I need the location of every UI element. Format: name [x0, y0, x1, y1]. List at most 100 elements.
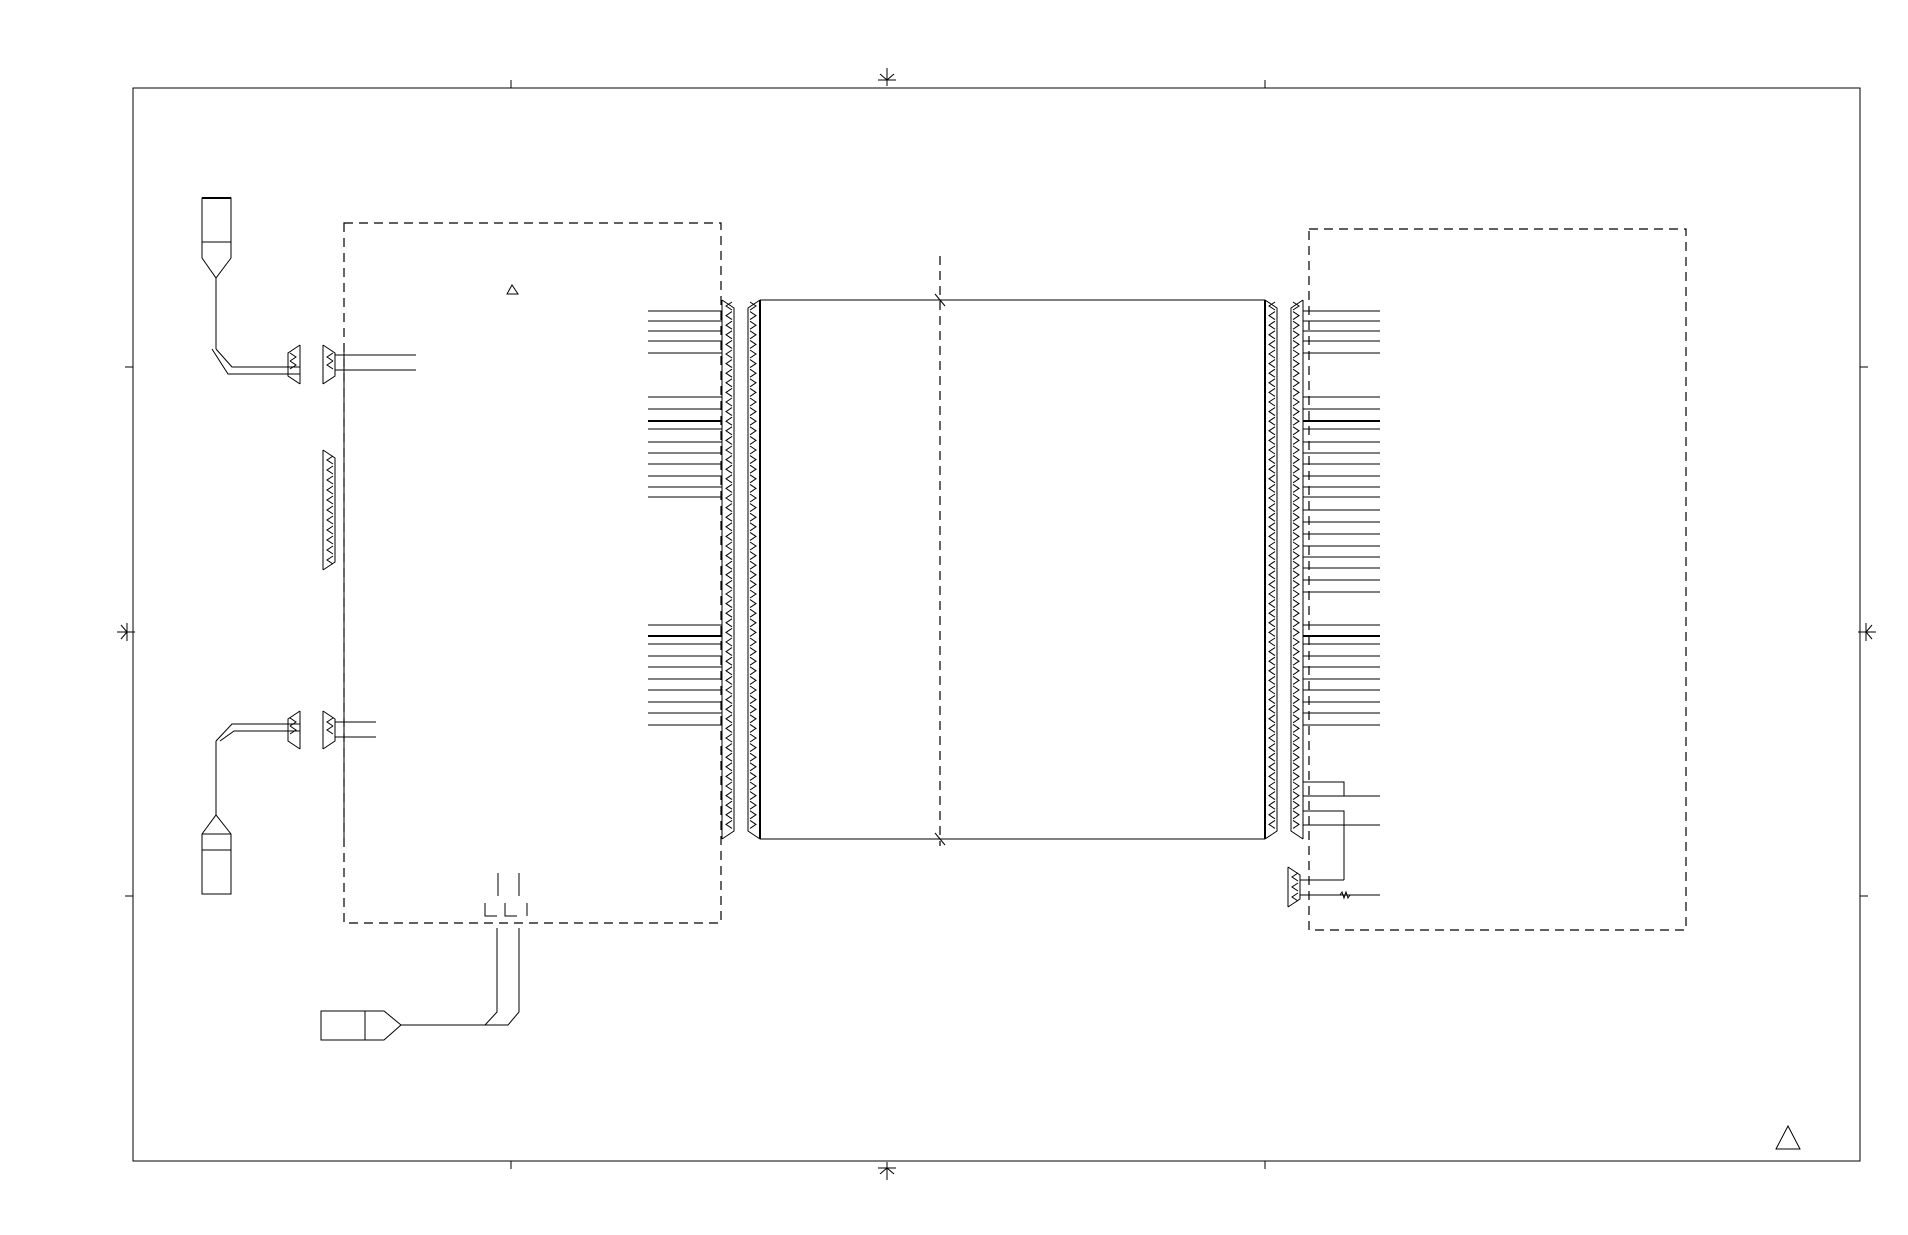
connector-pin [1268, 791, 1276, 801]
connector-pin [749, 435, 757, 445]
connector-pin [725, 733, 733, 743]
connector-pin [725, 378, 733, 388]
reference-triangle-icon [506, 284, 519, 295]
connector-pin [1268, 368, 1276, 378]
connector-pin [725, 771, 733, 781]
registration-mark-icon [878, 68, 896, 86]
connector-pin [725, 781, 733, 791]
connector-pin [1268, 752, 1276, 762]
connector-pin [1292, 320, 1300, 330]
connector-pin [1268, 474, 1276, 484]
connector-pin [749, 599, 757, 609]
connector-pin [1268, 551, 1276, 561]
left-board-jack-middle [322, 449, 336, 571]
connector-pin [1268, 781, 1276, 791]
connector-pin [725, 445, 733, 455]
connector-pin [1292, 522, 1300, 532]
connector-pin [725, 579, 733, 589]
connector-pin [1268, 637, 1276, 647]
connector-pin [749, 570, 757, 580]
connector-pin [725, 551, 733, 561]
connector-pin [326, 725, 334, 735]
cable-plug-icon [201, 741, 232, 895]
connector-pin [725, 474, 733, 484]
connector-pin [1292, 647, 1300, 657]
connector-pin [1292, 387, 1300, 397]
connector-pin [326, 475, 334, 485]
connector-pin [749, 723, 757, 733]
connector-pin [1292, 339, 1300, 349]
connector-pin [1292, 455, 1300, 465]
connector-pin [749, 522, 757, 532]
connector-pin [326, 465, 334, 475]
connector-pin [1292, 435, 1300, 445]
connector-pin [749, 589, 757, 599]
connector-pin [749, 733, 757, 743]
connector-pin [725, 570, 733, 580]
connector-pin [1268, 397, 1276, 407]
jumper-wire [1303, 810, 1345, 880]
left-board-connector [721, 299, 735, 840]
connector-pin [1268, 618, 1276, 628]
connector-pin [749, 800, 757, 810]
connector-pin [749, 531, 757, 541]
connector-pin [1268, 512, 1276, 522]
connector-pin [1292, 618, 1300, 628]
connector-pin [749, 579, 757, 589]
connector-pin [725, 339, 733, 349]
connector-pin [725, 685, 733, 695]
connector-pin [725, 819, 733, 829]
connector-pin [749, 416, 757, 426]
connector-pin [749, 493, 757, 503]
connector-pin [1268, 320, 1276, 330]
connector-pin [1292, 570, 1300, 580]
connector-pin [1268, 464, 1276, 474]
connector-pin [749, 301, 757, 311]
connector-pin [725, 455, 733, 465]
connector-pin [1268, 819, 1276, 829]
connector-pin [289, 360, 297, 370]
connector-pin [1268, 416, 1276, 426]
connector-pin [725, 301, 733, 311]
connector-pin [1268, 733, 1276, 743]
connector-pin [725, 397, 733, 407]
connector-pin [1268, 608, 1276, 618]
connector-pin [725, 800, 733, 810]
connector-pin [1268, 493, 1276, 503]
connector-pin [1268, 301, 1276, 311]
connector-pin [1268, 666, 1276, 676]
connector-pin [1268, 723, 1276, 733]
connector-pin [725, 483, 733, 493]
connector-pin [1292, 579, 1300, 589]
connector-pin [725, 435, 733, 445]
connector-pin [725, 503, 733, 513]
connector-pin [749, 704, 757, 714]
connector-pin [725, 714, 733, 724]
connector-pin [1291, 892, 1299, 902]
connector-pin [725, 666, 733, 676]
connector-pin [725, 675, 733, 685]
connector-pin [1268, 531, 1276, 541]
connector-pin [326, 717, 334, 727]
connector-pin [1268, 522, 1276, 532]
connector-pin [1292, 551, 1300, 561]
connector-pin [725, 522, 733, 532]
connector-pin [749, 771, 757, 781]
connector-pin [1292, 608, 1300, 618]
connector-pin [749, 426, 757, 436]
connector-pin [1268, 445, 1276, 455]
connector-pin [725, 330, 733, 340]
connector-pin [749, 445, 757, 455]
connector-pin [1292, 531, 1300, 541]
connector-pin [326, 525, 334, 535]
cable-wire [211, 348, 300, 375]
cable-wire [215, 723, 300, 742]
connector-pin [725, 541, 733, 551]
connector-pin [749, 647, 757, 657]
connector-pin [749, 339, 757, 349]
connector-pin [1292, 359, 1300, 369]
cable-wire [485, 928, 520, 1026]
connector-pin [725, 426, 733, 436]
connector-pin [326, 515, 334, 525]
connector-pin [289, 352, 297, 362]
